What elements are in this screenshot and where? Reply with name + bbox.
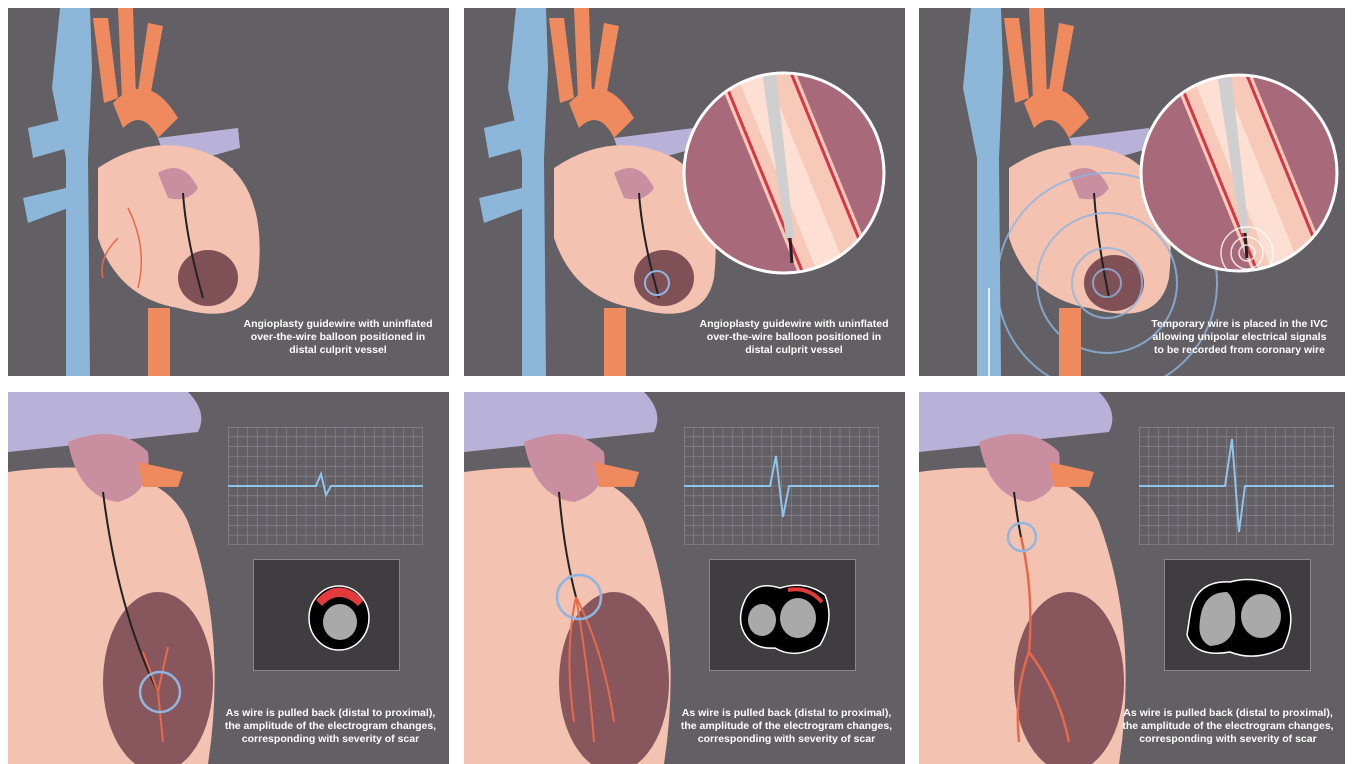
electrogram-trace: [228, 427, 423, 545]
panel-4-caption: As wire is pulled back (distal to proxim…: [213, 707, 448, 746]
vena-cava: [963, 8, 1003, 376]
mri-scar-image: [709, 559, 856, 671]
aortic-arch: [113, 89, 178, 138]
scar-region: [103, 592, 213, 764]
panel-3-unipolar-recording: Temporary wire is placed in the IVC allo…: [919, 8, 1345, 376]
descending-aorta: [604, 308, 626, 376]
aortic-arch-branch: [549, 18, 574, 103]
scar-region: [634, 250, 694, 306]
mri-scar-image: [1164, 559, 1311, 671]
aortic-arch-branch: [574, 8, 592, 100]
panel-1-guidewire-placement: Angioplasty guidewire with uninflated ov…: [8, 8, 449, 376]
aortic-arch: [1024, 89, 1089, 138]
panel-6-caption: As wire is pulled back (distal to proxim…: [1111, 707, 1345, 746]
cross-section: [1165, 560, 1310, 670]
electrogram-trace: [684, 427, 879, 545]
scar-region: [178, 250, 238, 306]
panel-2-guidewire-magnified: Angioplasty guidewire with uninflated ov…: [464, 8, 905, 376]
cross-section: [710, 560, 855, 670]
electrogram-trace: [1139, 427, 1334, 545]
vein-branch: [28, 118, 68, 158]
aortic-arch-branch: [93, 18, 118, 103]
panel-3-caption: Temporary wire is placed in the IVC allo…: [1137, 318, 1342, 357]
panel-6-proximal-pullback: As wire is pulled back (distal to proxim…: [919, 392, 1345, 764]
aortic-arch: [569, 89, 634, 138]
panel-1-caption: Angioplasty guidewire with uninflated ov…: [233, 318, 443, 357]
mri-scar-image: [253, 559, 400, 671]
descending-aorta: [148, 308, 170, 376]
vein-branch: [479, 188, 524, 223]
panel-2-caption: Angioplasty guidewire with uninflated ov…: [689, 318, 899, 357]
aortic-arch-branch: [1004, 18, 1029, 103]
aortic-arch-branch: [118, 8, 136, 100]
panel-5-mid-pullback: As wire is pulled back (distal to proxim…: [464, 392, 905, 764]
cross-section: [254, 560, 399, 670]
vein-branch: [23, 188, 68, 223]
panel-4-distal-pullback: As wire is pulled back (distal to proxim…: [8, 392, 449, 764]
descending-aorta: [1059, 308, 1081, 376]
panel-5-caption: As wire is pulled back (distal to proxim…: [669, 707, 904, 746]
vein-branch: [484, 118, 524, 158]
aortic-arch-branch: [1029, 8, 1047, 100]
